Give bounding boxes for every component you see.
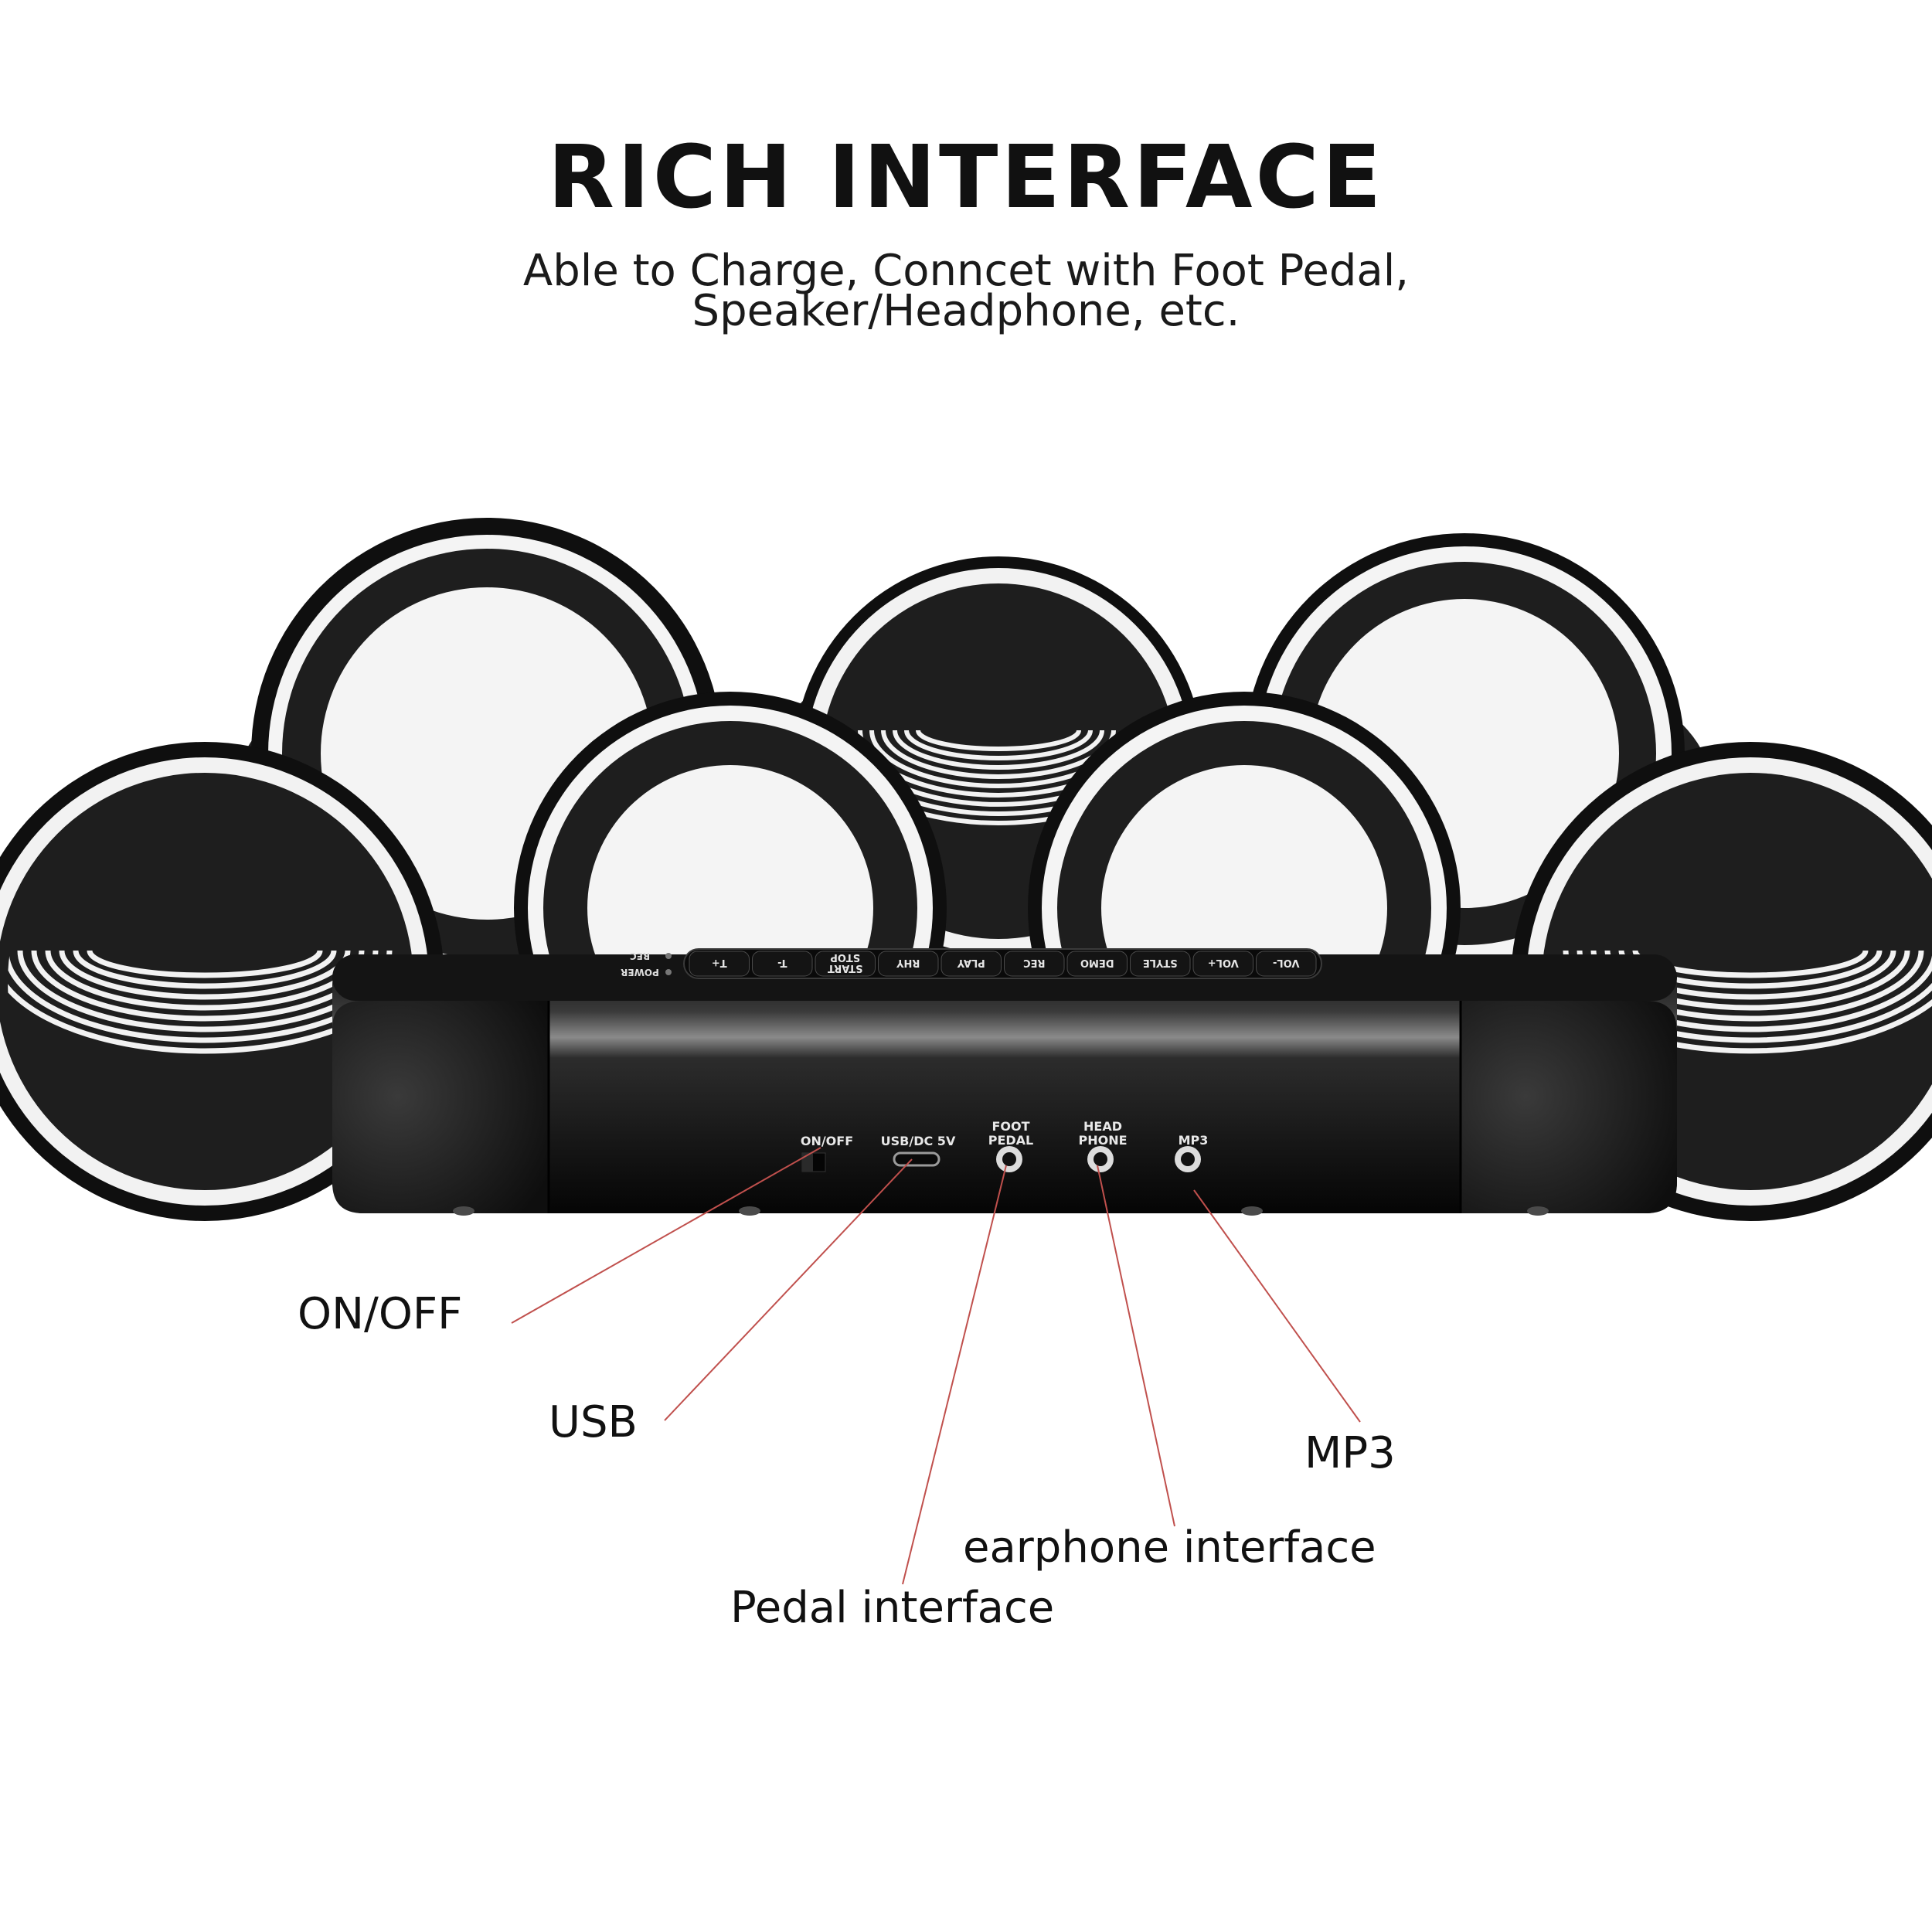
control-button[interactable] bbox=[1130, 951, 1191, 977]
control-button-label: T- bbox=[777, 957, 787, 968]
callout-mp3: MP3 bbox=[1304, 1428, 1396, 1478]
control-button-label: PLAY bbox=[957, 957, 985, 968]
leader-line-earphone bbox=[1097, 1165, 1175, 1527]
rec-led-icon bbox=[665, 953, 672, 959]
control-button-label: START bbox=[828, 962, 863, 974]
leader-line-pedal bbox=[902, 1165, 1007, 1585]
subtitle-line-2: Speaker/Headphone, etc. bbox=[692, 286, 1240, 336]
port-label-usb: USB/DC 5V bbox=[881, 1134, 956, 1148]
control-tube bbox=[332, 954, 1677, 1216]
callout-pedal: Pedal interface bbox=[730, 1583, 1055, 1633]
power-switch-knob bbox=[802, 1153, 813, 1172]
control-button[interactable] bbox=[752, 951, 813, 977]
leader-line-onoff bbox=[511, 1147, 821, 1324]
control-button[interactable] bbox=[940, 951, 1002, 977]
port-label-head-2: PHONE bbox=[1078, 1133, 1127, 1148]
power-indicator-label: POWER bbox=[621, 967, 659, 978]
control-button-label: STOP bbox=[830, 951, 860, 963]
port-label-mp3: MP3 bbox=[1179, 1133, 1209, 1148]
leader-line-usb bbox=[664, 1158, 913, 1421]
port-label-onoff: ON/OFF bbox=[801, 1134, 853, 1148]
callout-earphone: earphone interface bbox=[963, 1522, 1376, 1573]
control-button[interactable] bbox=[878, 951, 939, 977]
leader-lines bbox=[511, 1147, 1361, 1585]
control-button[interactable] bbox=[1256, 951, 1317, 977]
control-button-label: STYLE bbox=[1143, 957, 1178, 968]
control-button-label: VOL- bbox=[1273, 957, 1300, 968]
control-button-label: RHY bbox=[896, 957, 920, 968]
control-button[interactable] bbox=[1192, 951, 1253, 977]
control-button[interactable] bbox=[689, 951, 750, 977]
control-button-label: VOL+ bbox=[1208, 957, 1239, 968]
port-label-head-1: HEAD bbox=[1083, 1119, 1122, 1134]
power-led-icon bbox=[665, 969, 672, 975]
callout-onoff: ON/OFF bbox=[298, 1289, 463, 1339]
port-label-foot-1: FOOT bbox=[992, 1119, 1029, 1134]
control-button-label: T+ bbox=[712, 957, 727, 968]
callout-usb: USB bbox=[549, 1397, 638, 1447]
control-button[interactable] bbox=[1066, 951, 1128, 977]
control-button-label: DEMO bbox=[1080, 957, 1114, 968]
control-button[interactable] bbox=[815, 951, 876, 977]
port-panel: ON/OFF USB/DC 5V FOOT PEDAL HEAD PHONE M… bbox=[801, 1119, 1209, 1172]
usb-port[interactable] bbox=[893, 1151, 940, 1167]
control-button[interactable] bbox=[1004, 951, 1065, 977]
page-subtitle: Able to Charge, Conncet with Foot Pedal,… bbox=[0, 246, 1932, 336]
subtitle-line-1: Able to Charge, Conncet with Foot Pedal, bbox=[522, 246, 1410, 296]
rec-indicator-label: REC bbox=[630, 951, 650, 961]
port-label-foot-2: PEDAL bbox=[988, 1133, 1034, 1148]
control-button-label: REC bbox=[1023, 957, 1045, 968]
page-title: RICH INTERFACE bbox=[547, 128, 1385, 228]
leader-line-mp3 bbox=[1193, 1189, 1361, 1423]
